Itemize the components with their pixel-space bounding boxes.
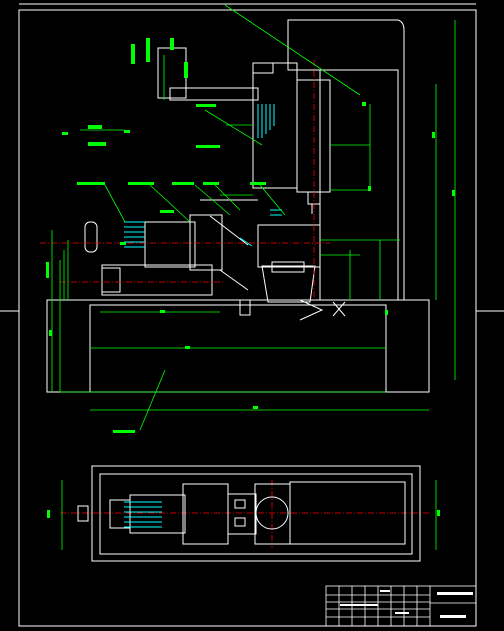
machine-base [46,299,430,393]
slide-block [144,221,196,268]
hatch-areas [124,104,282,248]
head-arm [169,87,259,101]
feed-motor-end [101,267,121,293]
plan-hatch [124,501,162,528]
column [287,19,405,301]
spindle-head [252,62,298,189]
column-body [319,69,399,301]
base-inner [89,304,387,393]
dimension-labels [46,38,455,433]
centerlines [40,60,430,548]
table-block [189,214,223,271]
vise-jaw [261,265,316,303]
knob [84,221,98,253]
plan-motor [109,499,131,529]
vise [257,224,321,268]
motor [296,79,331,193]
title-block-text-marks [340,590,473,618]
plan-motor-body [129,494,186,534]
dimension-lines [51,4,456,431]
handwheel-bar [157,47,187,99]
front-view [46,19,430,393]
workpiece [271,261,305,273]
plan-base-inner [99,473,413,555]
plan-dimensions [61,480,437,550]
plan-knob [77,505,89,522]
drawing-border [0,3,504,627]
spindle-cap [252,62,274,74]
plan-table [182,483,229,545]
plan-dim-labels [47,510,440,518]
plan-view [77,465,421,562]
plan-spindle [255,496,289,530]
plan-base-outer [91,465,421,562]
